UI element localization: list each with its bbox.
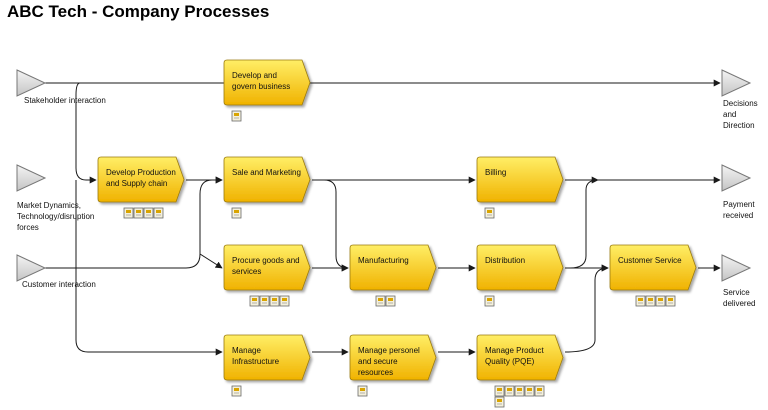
process-p8[interactable]	[609, 244, 697, 291]
document-icon-mark	[252, 298, 257, 301]
process-label: Manage personel and secure resources	[358, 346, 420, 377]
diagram-title: ABC Tech - Company Processes	[7, 2, 270, 21]
document-icon-mark	[517, 388, 522, 391]
document-icon-mark	[638, 298, 643, 301]
process-p11[interactable]	[476, 334, 564, 381]
document-icon-mark	[668, 298, 673, 301]
input-interface-label: Stakeholder interaction	[24, 96, 106, 105]
connector-to-develop-production	[45, 82, 97, 184]
triangle-interface-out3-icon[interactable]	[721, 254, 752, 282]
connector-sale-to-manufacturing	[323, 179, 349, 272]
process-label: Procure goods and services	[232, 256, 300, 276]
document-icon-mark	[537, 388, 542, 391]
process-p3[interactable]	[223, 156, 311, 203]
process-label: Develop Production and Supply chain	[106, 168, 176, 188]
document-icon-mark	[126, 210, 131, 213]
document-icon-mark	[648, 298, 653, 301]
process-p1[interactable]	[223, 59, 311, 106]
document-icon-mark	[360, 388, 365, 391]
document-icon-mark	[282, 298, 287, 301]
process-p2[interactable]	[97, 156, 185, 203]
triangle-interface-in2-icon[interactable]	[16, 164, 47, 192]
document-icon-mark	[658, 298, 663, 301]
triangle-interface-in3-icon[interactable]	[16, 254, 47, 282]
document-icon-mark	[234, 210, 239, 213]
document-icon-mark	[234, 113, 239, 116]
connector-distribution-to-payment	[569, 176, 599, 269]
process-label: Manufacturing	[358, 256, 409, 265]
connector-quality-to-service	[564, 264, 609, 353]
output-interface-label: Payment received	[723, 200, 755, 220]
document-icon-mark	[487, 210, 492, 213]
input-interface-label: Customer interaction	[22, 280, 96, 289]
process-p4[interactable]	[223, 244, 311, 291]
process-label: Distribution	[485, 256, 526, 265]
triangle-interface-out2-icon[interactable]	[721, 164, 752, 192]
document-icon-mark	[487, 298, 492, 301]
document-icon-mark	[378, 298, 383, 301]
document-icon-mark	[272, 298, 277, 301]
input-interface-label: Market Dynamics, Technology/disruption f…	[17, 201, 95, 232]
document-icon-mark	[156, 210, 161, 213]
process-p5[interactable]	[349, 244, 437, 291]
document-icon-mark	[262, 298, 267, 301]
connector-to-procure	[199, 253, 223, 269]
process-label: Customer Service	[618, 256, 682, 265]
document-icon-mark	[388, 298, 393, 301]
process-label: Sale and Marketing	[232, 168, 301, 177]
process-label: Manage Infrastructure	[232, 346, 280, 366]
triangle-interface-out1-icon[interactable]	[721, 69, 752, 97]
process-label: Develop and govern business	[232, 71, 291, 91]
document-icon-mark	[234, 388, 239, 391]
document-icon-mark	[497, 399, 502, 402]
output-interface-label: Service delivered	[723, 288, 756, 308]
process-label: Billing	[485, 168, 507, 177]
output-interface-label: Decisions and Direction	[723, 99, 758, 130]
process-label: Manage Product Quality (PQE)	[485, 346, 544, 366]
process-p7[interactable]	[476, 244, 564, 291]
document-icon-mark	[497, 388, 502, 391]
process-p6[interactable]	[476, 156, 564, 203]
document-icon-mark	[527, 388, 532, 391]
process-p10[interactable]	[349, 334, 437, 381]
triangle-interface-in1-icon[interactable]	[16, 69, 47, 97]
document-icon-mark	[136, 210, 141, 213]
connector-to-manage-infrastructure	[75, 180, 223, 356]
document-icon-mark	[507, 388, 512, 391]
document-icon-mark	[146, 210, 151, 213]
process-p9[interactable]	[223, 334, 311, 381]
connector-customer-to-sale	[45, 176, 223, 269]
